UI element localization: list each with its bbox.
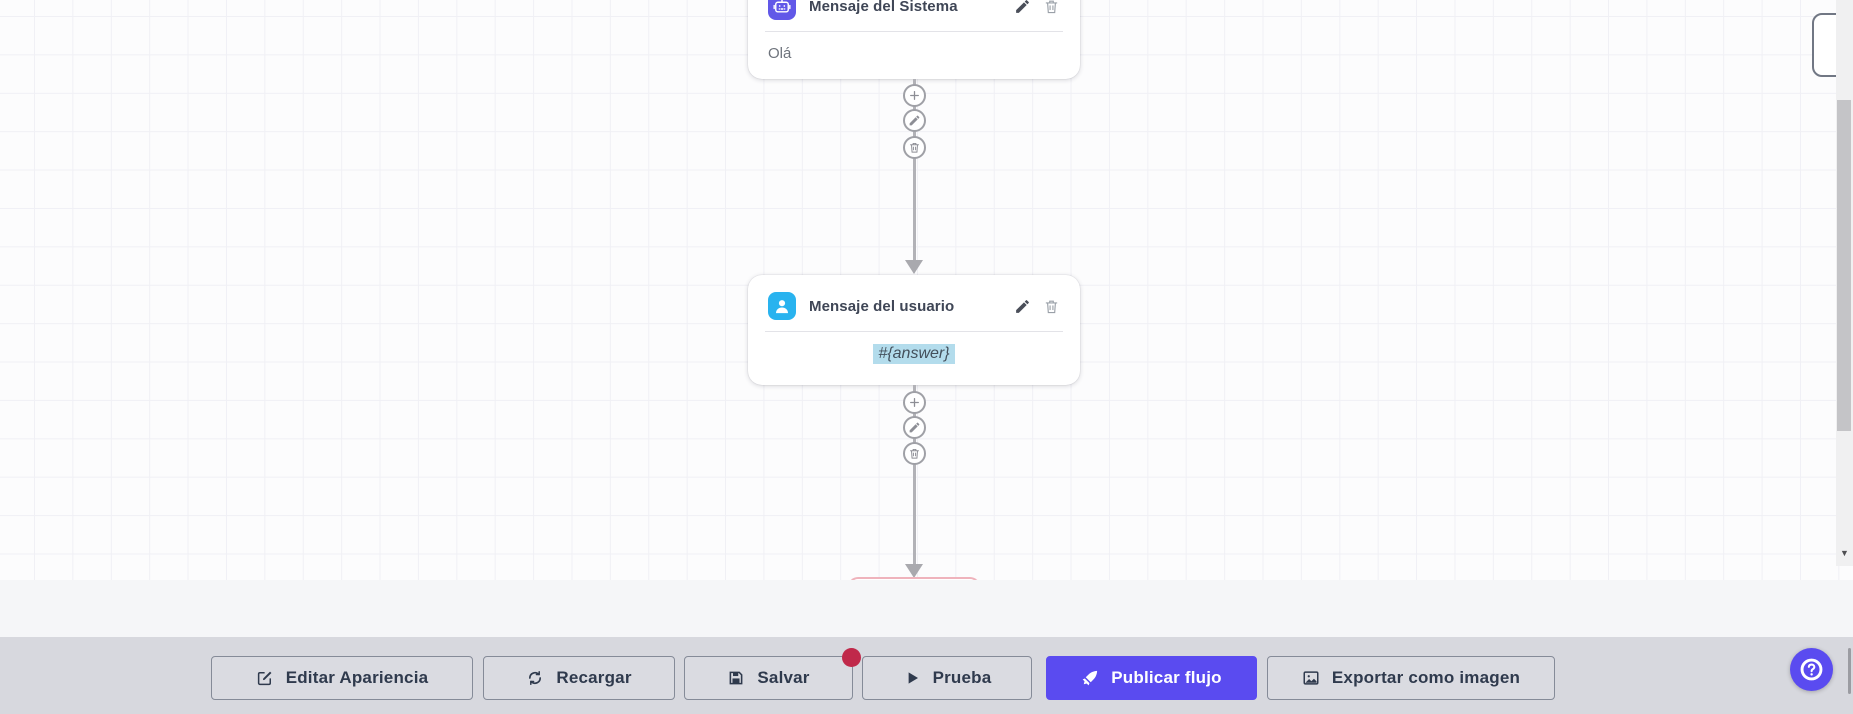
scrollbar-thumb[interactable] [1837, 100, 1851, 431]
node-system-message[interactable]: Mensaje del Sistema Olá [748, 0, 1080, 79]
test-button[interactable]: Prueba [862, 656, 1032, 700]
robot-icon [768, 0, 796, 20]
arrow-down-icon [905, 564, 923, 578]
arrow-down-icon [905, 260, 923, 274]
save-icon [729, 671, 743, 685]
edit-appearance-button[interactable]: Editar Apariencia [211, 656, 473, 700]
edit-connection-button[interactable] [903, 416, 926, 439]
plus-icon [910, 91, 919, 100]
chevron-down-icon: ▼ [1840, 548, 1849, 558]
node-title: Mensaje del Sistema [809, 0, 958, 15]
delete-connection-button[interactable] [903, 136, 926, 159]
connector-line [913, 79, 916, 261]
button-label: Prueba [932, 668, 992, 687]
divider [765, 331, 1063, 332]
reload-button[interactable]: Recargar [483, 656, 675, 700]
vertical-scrollbar[interactable]: ▼ [1836, 0, 1853, 566]
bottom-toolbar: Editar Apariencia Recargar Salvar Prueba [0, 637, 1853, 714]
play-icon [908, 672, 918, 684]
connector-line [913, 385, 916, 565]
flow-canvas[interactable]: Mensaje del Sistema Olá [0, 0, 1853, 587]
footer-strip [0, 580, 1853, 637]
button-label: Salvar [757, 668, 810, 687]
scrollbar-down-button[interactable]: ▼ [1836, 543, 1853, 564]
button-label: Exportar como imagen [1331, 668, 1521, 687]
button-label: Publicar flujo [1111, 668, 1222, 687]
node-content: #{answer} [748, 332, 1080, 364]
delete-node-icon[interactable] [1042, 297, 1060, 315]
help-button[interactable] [1790, 648, 1833, 691]
publish-flow-button[interactable]: Publicar flujo [1046, 656, 1257, 700]
edit-connection-button[interactable] [903, 109, 926, 132]
node-header: Mensaje del usuario [748, 275, 1080, 320]
node-content: Olá [768, 45, 792, 62]
divider [765, 31, 1063, 32]
pencil-icon [909, 115, 920, 126]
add-node-button[interactable] [903, 84, 926, 107]
edit-node-icon[interactable] [1013, 0, 1031, 15]
lower-scrollbar-sliver [1848, 648, 1851, 694]
rocket-icon [1082, 670, 1098, 686]
button-label: Recargar [556, 668, 632, 687]
unsaved-changes-badge [842, 648, 861, 667]
refresh-icon [529, 670, 542, 686]
image-icon [1303, 671, 1319, 685]
question-icon [1800, 658, 1823, 681]
node-user-message[interactable]: Mensaje del usuario #{answer} [748, 275, 1080, 385]
node-title: Mensaje del usuario [809, 297, 955, 315]
save-button[interactable]: Salvar [684, 648, 861, 700]
pencil-icon [909, 422, 920, 433]
answer-variable-chip[interactable]: #{answer} [873, 344, 955, 364]
edit-icon [257, 671, 272, 686]
button-label: Editar Apariencia [285, 668, 429, 687]
export-image-button[interactable]: Exportar como imagen [1267, 656, 1555, 700]
delete-node-icon[interactable] [1042, 0, 1060, 15]
delete-connection-button[interactable] [903, 442, 926, 465]
user-icon [768, 292, 796, 320]
trash-icon [910, 448, 919, 459]
edit-node-icon[interactable] [1013, 297, 1031, 315]
trash-icon [910, 142, 919, 153]
node-header: Mensaje del Sistema [748, 0, 1080, 20]
plus-icon [910, 398, 919, 407]
add-node-button[interactable] [903, 391, 926, 414]
